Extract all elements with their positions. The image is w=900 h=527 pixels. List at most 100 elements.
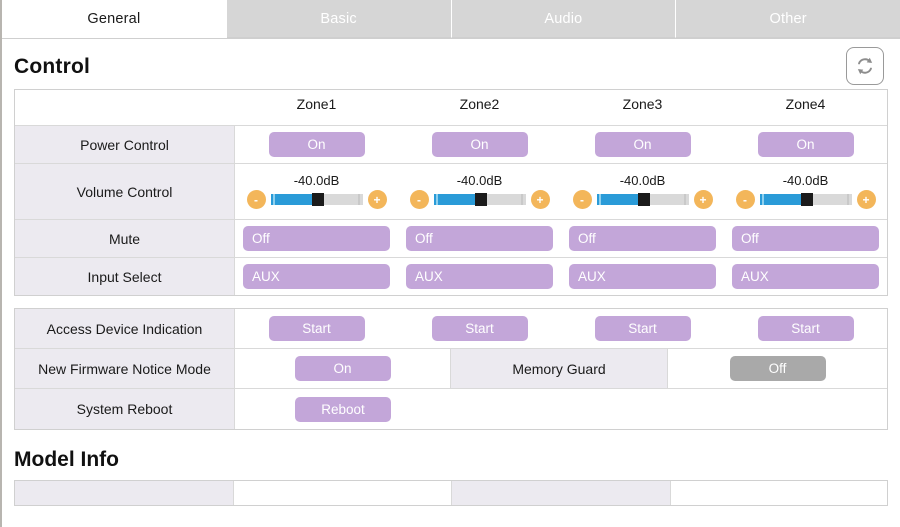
cell-access-zone2: Start bbox=[398, 309, 561, 348]
page-title: Control bbox=[14, 55, 91, 78]
tab-general[interactable]: General bbox=[2, 0, 227, 38]
cell-volume-zone3: -40.0dB - + bbox=[561, 164, 724, 219]
cell-mute-zone1: Off bbox=[235, 220, 398, 257]
row-label-memory-guard: Memory Guard bbox=[451, 349, 668, 388]
volume-plus-zone3[interactable]: + bbox=[693, 190, 713, 209]
model-info-table bbox=[14, 480, 888, 506]
volume-track-zone1[interactable] bbox=[270, 193, 363, 206]
tab-basic[interactable]: Basic bbox=[226, 0, 452, 38]
volume-value-zone1: -40.0dB bbox=[293, 173, 340, 188]
tab-other[interactable]: Other bbox=[676, 0, 900, 38]
input-select-zone2[interactable]: AUX bbox=[406, 264, 553, 289]
power-button-zone4[interactable]: On bbox=[757, 132, 854, 157]
volume-track-zone3[interactable] bbox=[596, 193, 689, 206]
mute-select-zone1[interactable]: Off bbox=[243, 226, 390, 251]
zone-header-4: Zone4 bbox=[785, 96, 826, 112]
cell-power-zone2: On bbox=[398, 126, 561, 163]
tab-bar: General Basic Audio Other bbox=[2, 0, 900, 39]
volume-value-zone4: -40.0dB bbox=[782, 173, 829, 188]
row-volume-control: Volume Control -40.0dB - + bbox=[15, 164, 887, 220]
control-section-header: Control bbox=[2, 39, 900, 89]
refresh-button[interactable] bbox=[846, 47, 884, 85]
row-system-reboot: System Reboot Reboot bbox=[15, 389, 887, 429]
firmware-notice-button[interactable]: On bbox=[294, 356, 391, 381]
cell-volume-zone1: -40.0dB - + bbox=[235, 164, 398, 219]
volume-thumb-zone2[interactable] bbox=[474, 193, 487, 206]
input-select-zone3[interactable]: AUX bbox=[569, 264, 716, 289]
memory-guard-button[interactable]: Off bbox=[729, 356, 826, 381]
row-label-system-reboot: System Reboot bbox=[15, 389, 235, 429]
cell-access-zone1: Start bbox=[235, 309, 398, 348]
volume-slider-zone1[interactable]: - + bbox=[243, 190, 390, 209]
power-button-zone2[interactable]: On bbox=[431, 132, 528, 157]
row-label-input-select: Input Select bbox=[15, 258, 235, 295]
volume-thumb-zone3[interactable] bbox=[637, 193, 650, 206]
mute-select-zone3[interactable]: Off bbox=[569, 226, 716, 251]
volume-slider-zone2[interactable]: - + bbox=[406, 190, 553, 209]
mute-select-zone4[interactable]: Off bbox=[732, 226, 879, 251]
row-power-control: Power Control On On On On bbox=[15, 126, 887, 164]
model-info-value-2 bbox=[671, 481, 887, 505]
input-select-zone4[interactable]: AUX bbox=[732, 264, 879, 289]
model-info-label-2 bbox=[452, 481, 671, 505]
zone-header-3: Zone3 bbox=[622, 96, 663, 112]
model-info-title: Model Info bbox=[14, 448, 119, 471]
volume-value-zone3: -40.0dB bbox=[619, 173, 666, 188]
cell-input-zone2: AUX bbox=[398, 258, 561, 295]
volume-thumb-zone4[interactable] bbox=[800, 193, 813, 206]
cell-input-zone4: AUX bbox=[724, 258, 887, 295]
row-new-firmware-notice-mode: New Firmware Notice Mode On Memory Guard… bbox=[15, 349, 887, 389]
volume-plus-zone2[interactable]: + bbox=[530, 190, 550, 209]
tab-audio-label: Audio bbox=[544, 10, 583, 27]
tab-basic-label: Basic bbox=[320, 10, 357, 27]
cell-power-zone4: On bbox=[724, 126, 887, 163]
volume-slider-zone3[interactable]: - + bbox=[569, 190, 716, 209]
cell-access-zone3: Start bbox=[561, 309, 724, 348]
row-mute: Mute Off Off Off Off bbox=[15, 220, 887, 258]
row-system-reboot-blank bbox=[451, 389, 887, 429]
cell-system-reboot-value: Reboot bbox=[235, 389, 451, 429]
row-label-access-device-indication: Access Device Indication bbox=[15, 309, 235, 348]
model-info-value-1 bbox=[234, 481, 452, 505]
volume-slider-zone4[interactable]: - + bbox=[732, 190, 879, 209]
row-label-volume-control: Volume Control bbox=[15, 164, 235, 219]
zone-header-1: Zone1 bbox=[296, 96, 337, 112]
volume-minus-zone3[interactable]: - bbox=[572, 190, 592, 209]
access-start-button-zone3[interactable]: Start bbox=[594, 316, 691, 341]
access-start-button-zone2[interactable]: Start bbox=[431, 316, 528, 341]
cell-memory-guard-value: Off bbox=[668, 349, 887, 388]
row-label-mute: Mute bbox=[15, 220, 235, 257]
header-spacer bbox=[15, 90, 235, 125]
cell-access-zone4: Start bbox=[724, 309, 887, 348]
tab-audio[interactable]: Audio bbox=[451, 0, 677, 38]
volume-minus-zone1[interactable]: - bbox=[246, 190, 266, 209]
tab-other-label: Other bbox=[769, 10, 807, 27]
power-button-zone1[interactable]: On bbox=[268, 132, 365, 157]
model-info-label-1 bbox=[15, 481, 234, 505]
tab-general-label: General bbox=[87, 10, 141, 27]
power-button-zone3[interactable]: On bbox=[594, 132, 691, 157]
cell-firmware-value: On bbox=[235, 349, 451, 388]
volume-plus-zone1[interactable]: + bbox=[367, 190, 387, 209]
input-select-zone1[interactable]: AUX bbox=[243, 264, 390, 289]
cell-volume-zone4: -40.0dB - + bbox=[724, 164, 887, 219]
zone-header-row: Zone1 Zone2 Zone3 Zone4 bbox=[15, 90, 887, 126]
access-start-button-zone4[interactable]: Start bbox=[757, 316, 854, 341]
volume-minus-zone4[interactable]: - bbox=[735, 190, 755, 209]
system-reboot-button[interactable]: Reboot bbox=[295, 396, 391, 422]
table-row bbox=[15, 481, 887, 505]
cell-volume-zone2: -40.0dB - + bbox=[398, 164, 561, 219]
device-table: Access Device Indication Start Start Sta… bbox=[14, 308, 888, 430]
volume-plus-zone4[interactable]: + bbox=[856, 190, 876, 209]
volume-thumb-zone1[interactable] bbox=[311, 193, 324, 206]
mute-select-zone2[interactable]: Off bbox=[406, 226, 553, 251]
volume-minus-zone2[interactable]: - bbox=[409, 190, 429, 209]
row-access-device-indication: Access Device Indication Start Start Sta… bbox=[15, 309, 887, 349]
access-start-button-zone1[interactable]: Start bbox=[268, 316, 365, 341]
volume-track-zone4[interactable] bbox=[759, 193, 852, 206]
cell-mute-zone2: Off bbox=[398, 220, 561, 257]
volume-track-zone2[interactable] bbox=[433, 193, 526, 206]
cell-input-zone3: AUX bbox=[561, 258, 724, 295]
cell-input-zone1: AUX bbox=[235, 258, 398, 295]
